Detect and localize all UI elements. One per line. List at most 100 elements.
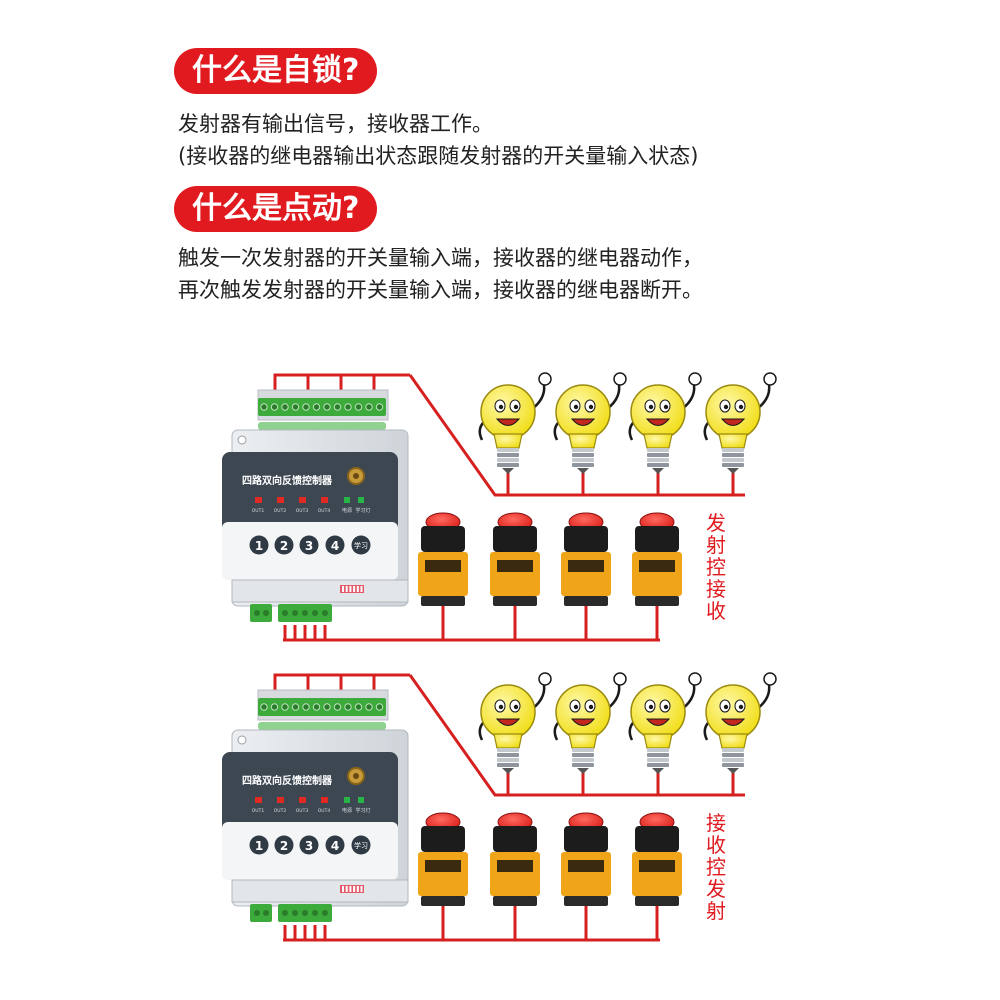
bulb-pupil <box>738 704 744 710</box>
bulb-base-ring <box>572 453 594 457</box>
dip-switch-lever <box>342 586 344 592</box>
push-button-contact <box>497 560 533 572</box>
terminal-screw <box>333 703 342 711</box>
push-button-contact-block <box>490 852 540 896</box>
bulb-tip <box>577 768 589 774</box>
push-button-base <box>564 896 608 906</box>
bulb-base-ring <box>572 763 594 767</box>
device-bottom <box>231 879 409 903</box>
bulb-tip <box>577 468 589 474</box>
bulb-base-ring <box>647 463 669 467</box>
bulb-base-ring <box>572 748 594 752</box>
terminal-screw <box>270 703 279 711</box>
key-2-label: 2 <box>280 839 288 853</box>
bulb-hand <box>613 372 627 386</box>
dip-switch <box>340 885 364 893</box>
bulb-base-ring <box>497 748 519 752</box>
bulb-hand <box>538 672 552 686</box>
learn-button-label: 学习 <box>354 541 368 550</box>
power-label: 电源 <box>342 807 352 814</box>
bulb-hand <box>763 672 777 686</box>
push-button-collar <box>421 526 465 552</box>
bulb-glass <box>705 684 761 740</box>
power-terminal-screw <box>263 610 269 616</box>
bulb-pupil <box>588 704 594 710</box>
bulb-mouth <box>645 718 671 726</box>
bulb-pupil <box>723 704 729 710</box>
input-terminal-screw <box>282 610 288 616</box>
push-button-base <box>635 896 679 906</box>
bulb-base-ring <box>647 453 669 457</box>
input-terminal-screw <box>322 910 328 916</box>
bulb-pupil <box>648 404 654 410</box>
light-bulb-4 <box>703 672 777 774</box>
push-button-collar <box>635 826 679 852</box>
dip-switch-lever <box>360 886 363 892</box>
bulb-glass <box>555 384 611 440</box>
push-button-base <box>493 596 537 606</box>
key-3-label: 3 <box>305 839 313 853</box>
output-led-3 <box>299 797 306 803</box>
push-button-collar <box>421 826 465 852</box>
bulb-base-ring <box>722 748 744 752</box>
input-terminal-screw <box>312 910 318 916</box>
power-label: 电源 <box>342 507 352 514</box>
bulb-glass <box>630 384 686 440</box>
power-terminal-screw <box>254 610 260 616</box>
top-terminal-strip <box>258 422 386 430</box>
key-1-label: 1 <box>255 539 263 553</box>
bulb-mouth <box>720 718 746 726</box>
dip-switch-lever <box>353 586 356 592</box>
device-title: 四路双向反馈控制器 <box>242 774 333 787</box>
bulb-neck <box>718 433 748 449</box>
push-button-3 <box>561 812 611 906</box>
push-button-contact-block <box>561 552 611 596</box>
bulb-glass <box>555 684 611 740</box>
bulb-base-ring <box>722 758 744 762</box>
light-bulb-2 <box>553 672 627 774</box>
learn-button-label: 学习 <box>354 841 368 850</box>
input-terminal-screw <box>282 910 288 916</box>
key-3-button <box>299 835 319 855</box>
output-label-3: OUT3 <box>296 808 309 814</box>
dip-switch-lever <box>349 886 352 892</box>
output-led-2 <box>277 497 284 503</box>
output-label-4: OUT4 <box>318 508 331 514</box>
push-button-contact-block <box>490 552 540 596</box>
push-button-contact-block <box>561 852 611 896</box>
bulb-hand <box>688 672 702 686</box>
mount-hole <box>237 435 247 445</box>
bulb-pupil <box>513 704 519 710</box>
terminal-screw <box>344 703 352 711</box>
section2-title: 什么是点动? <box>174 186 378 232</box>
push-button-contact <box>425 560 461 572</box>
bulb-base-ring <box>647 753 669 757</box>
push-button-contact <box>639 560 675 572</box>
light-bulb-2 <box>553 372 627 474</box>
bulb-tip <box>502 768 514 774</box>
bulb-pupil <box>498 404 504 410</box>
bulb-base-ring <box>497 753 519 757</box>
push-button-base <box>421 596 465 606</box>
bulb-base-ring <box>722 763 744 767</box>
push-button-collar <box>564 526 608 552</box>
output-label-4: OUT4 <box>318 808 331 814</box>
section1-line2: (接收器的继电器输出状态跟随发射器的开关量输入状态) <box>178 144 699 168</box>
bulb-base-ring <box>497 458 519 462</box>
bulb-base-ring <box>497 463 519 467</box>
push-button-contact-block <box>632 552 682 596</box>
key-1-label: 1 <box>255 839 263 853</box>
bulb-pupil <box>573 404 579 410</box>
key-3-button <box>299 535 319 555</box>
bulb-neck <box>493 433 523 449</box>
learn-led-label: 学习灯 <box>355 807 370 814</box>
push-button-4 <box>632 512 682 606</box>
bulb-neck <box>568 733 598 749</box>
push-button-1 <box>418 812 468 906</box>
terminal-screw <box>281 403 289 411</box>
bulb-base-ring <box>497 448 519 452</box>
output-label-2: OUT2 <box>274 808 287 814</box>
bulb-pupil <box>513 404 519 410</box>
bulb-tip <box>727 468 739 474</box>
antenna-pin <box>353 773 359 779</box>
